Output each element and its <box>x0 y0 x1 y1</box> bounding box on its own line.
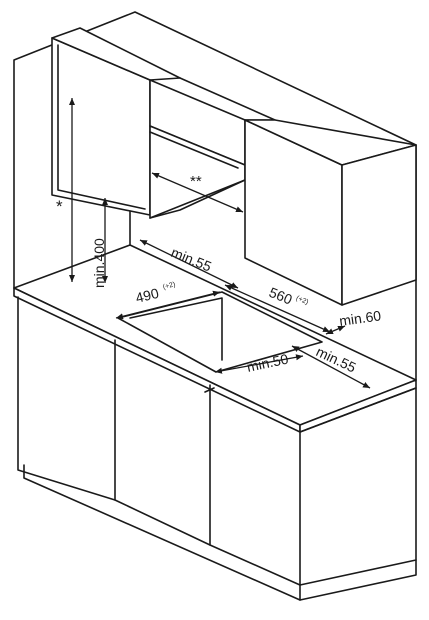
dim-line-min55-right <box>291 345 371 389</box>
dim-line-490 <box>115 290 221 320</box>
dim-line-min50 <box>214 354 304 374</box>
wall-cabinet-left <box>51 27 181 216</box>
label-asterisk: * <box>56 197 63 216</box>
label-490-tolerance: (+2) <box>162 281 176 291</box>
dim-line-double-asterisk <box>151 172 244 213</box>
dim-line-min55-top <box>139 239 239 289</box>
label-min400: min.400 <box>91 238 107 288</box>
dim-line-560 <box>224 284 331 333</box>
dim-line-min60 <box>325 325 346 335</box>
label-560-tolerance: (+2) <box>295 295 309 306</box>
label-min60: min.60 <box>338 307 382 329</box>
label-490-group: 490 (+2) <box>134 281 176 306</box>
label-490: 490 <box>134 285 161 306</box>
label-double-asterisk: ** <box>190 173 202 190</box>
wall-cabinet-right <box>244 119 417 306</box>
dimension-lines <box>69 98 371 389</box>
base-cabinets <box>17 296 417 601</box>
label-560-group: 560 (+2) <box>267 284 309 308</box>
label-560: 560 <box>267 284 295 308</box>
